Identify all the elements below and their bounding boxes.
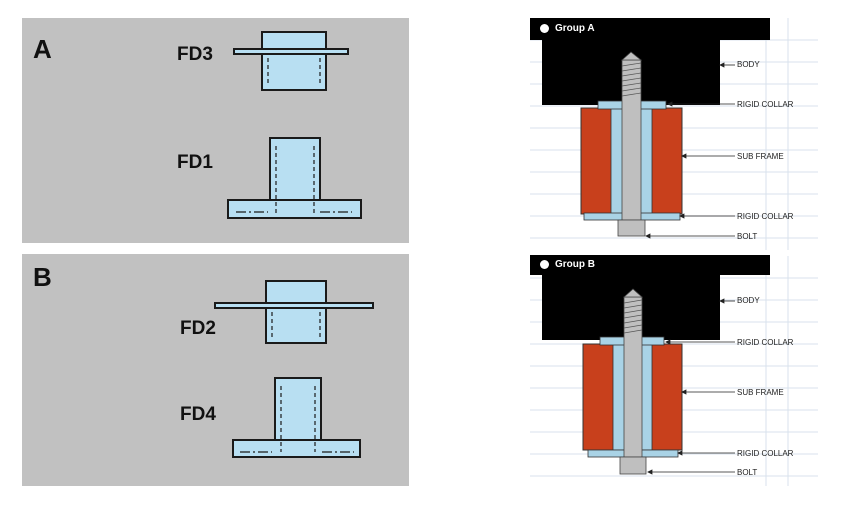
fd4-part [232, 377, 361, 458]
group-b-callout-rigid-collar-bottom: RIGID COLLAR [737, 449, 794, 458]
group-a-mount [542, 38, 735, 239]
fd1-part [227, 137, 362, 219]
group-a-callout-rigid-collar-top: RIGID COLLAR [737, 100, 794, 109]
group-a-bolt [621, 59, 642, 221]
group-b-header: Group B [530, 255, 770, 275]
group-b-title: Group B [555, 259, 595, 270]
bullet-icon [540, 23, 549, 33]
group-b-callout-sub-frame: SUB FRAME [737, 388, 784, 397]
group-b-callout-rigid-collar-top: RIGID COLLAR [737, 338, 794, 347]
panel-b-letter: B [33, 262, 52, 292]
label-fd2: FD2 [180, 318, 216, 339]
group-b-callout-body: BODY [737, 296, 760, 305]
group-a-callout-bolt: BOLT [737, 232, 758, 241]
group-b-subframe-left [582, 343, 616, 451]
group-b-callout-bolt: BOLT [737, 468, 758, 477]
label-fd1: FD1 [177, 152, 213, 173]
group-a-bolt-head [617, 219, 646, 237]
group-b-mount [542, 273, 735, 475]
group-a-subframe-right [649, 107, 683, 215]
group-b-bolt [623, 296, 643, 458]
group-b-subframe-right [649, 343, 683, 451]
group-a-title: Group A [555, 23, 595, 34]
group-a-callout-rigid-collar-bottom: RIGID COLLAR [737, 212, 794, 221]
label-fd4: FD4 [180, 404, 216, 425]
group-a-header: Group A [530, 18, 770, 40]
group-b-bolt-head [619, 456, 647, 475]
bullet-icon [540, 259, 549, 269]
panel-a-letter: A [33, 34, 52, 64]
group-a-subframe-left [580, 107, 614, 215]
group-a-callout-sub-frame: SUB FRAME [737, 152, 784, 161]
fd3-part [233, 31, 349, 91]
group-a-callout-body: BODY [737, 60, 760, 69]
label-fd3: FD3 [177, 44, 213, 65]
fd2-part [214, 280, 374, 344]
